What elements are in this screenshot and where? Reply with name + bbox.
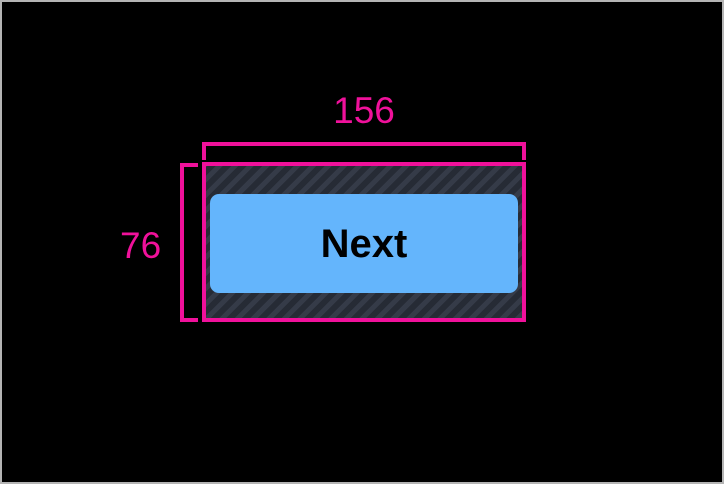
height-dimension-label: 76: [120, 225, 162, 266]
next-button-label: Next: [320, 221, 408, 266]
width-dimension-label: 156: [333, 90, 395, 131]
width-dimension-bracket: [202, 142, 526, 160]
next-button[interactable]: Next: [210, 194, 518, 293]
height-dimension-bracket: [180, 163, 198, 322]
element-padding-hatch-area: Next: [206, 166, 522, 318]
element-bounding-box-highlight: Next: [202, 162, 526, 322]
